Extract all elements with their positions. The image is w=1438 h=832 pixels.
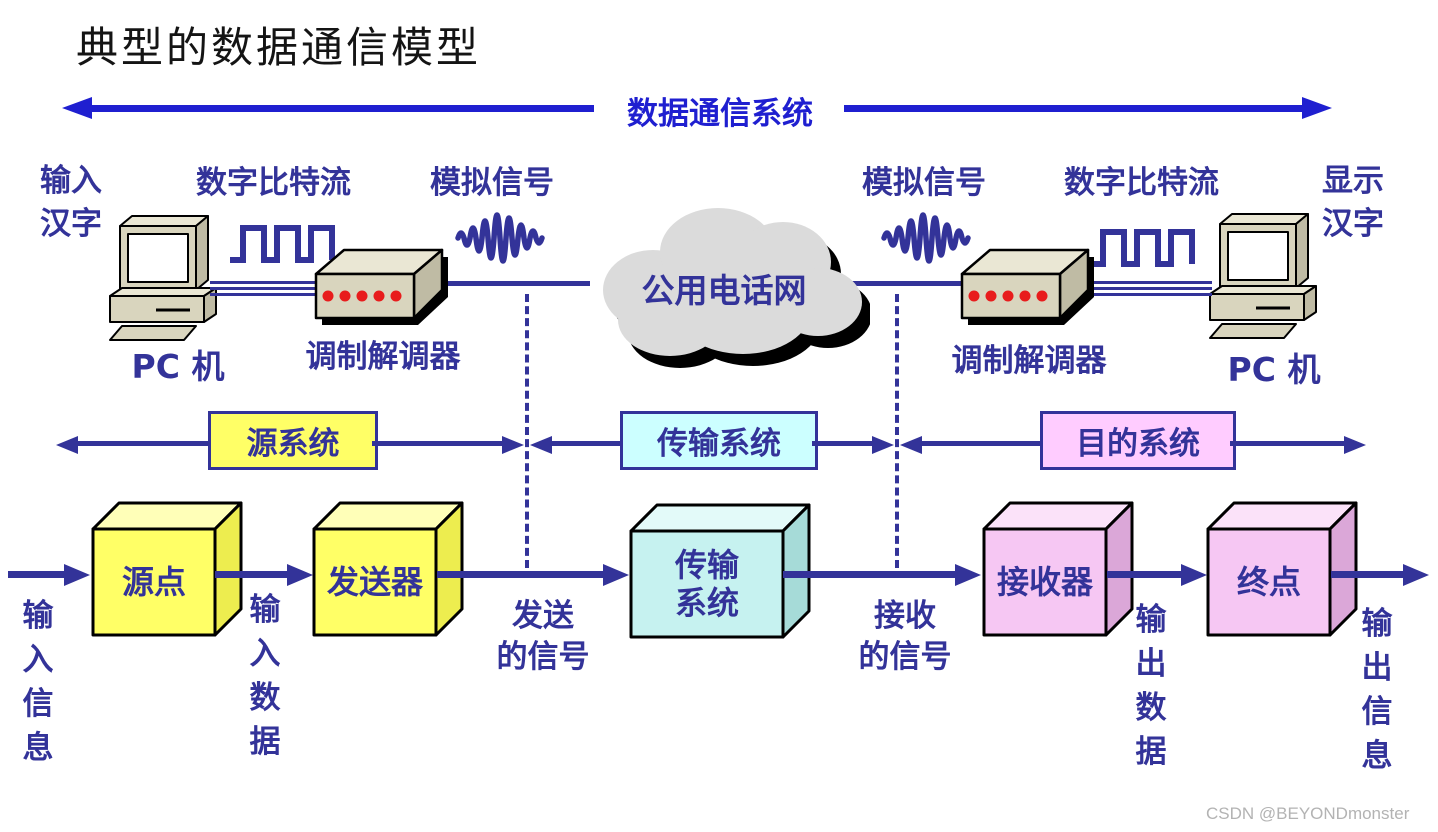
band-segment-e [920,441,1040,446]
flow-arrow-5-head [1181,564,1207,586]
flow-arrow-5-line [1107,571,1181,578]
flow-arrow-6-line [1331,571,1403,578]
output-info-label: 输出信息 [1361,606,1393,774]
analog-left-label: 模拟信号 [430,165,554,201]
bitstream-left-label: 数字比特流 [196,165,351,201]
dashed-separator-right [895,294,899,568]
top-arrow-left-head [62,97,92,119]
analog-right-label: 模拟信号 [862,165,986,201]
flow-arrow-2-line [215,571,287,578]
flow-arrow-2-head [287,564,313,586]
destination-system-label: 目的系统 [1076,426,1200,462]
banner-label: 数据通信系统 [627,96,813,132]
cable-right-1 [1090,281,1212,284]
band-segment-d [812,441,874,446]
top-arrow-right-head [1302,97,1332,119]
sender-label: 发送器 [326,563,423,601]
endpoint-label: 终点 [1236,563,1301,601]
band-arrow-far-right-head [1344,436,1366,454]
sender-box [312,501,464,637]
transmission-system-label: 传输系统 [657,426,781,462]
transmission-label: 传输 系统 [674,546,739,622]
endpoint-box [1206,501,1358,637]
band-arrow-far-left-head [56,436,78,454]
top-arrow-left-segment [88,105,594,112]
flow-arrow-1-head [64,564,90,586]
cloud-label: 公用电话网 [641,271,807,310]
pc-label-left: PC 机 [131,347,225,386]
modem-label-left: 调制解调器 [305,339,461,375]
flow-arrow-3-line [437,571,603,578]
band-segment-c [550,441,620,446]
modem-label-right: 调制解调器 [951,343,1107,379]
pc-icon-left [109,215,217,341]
pc-icon-right [1209,213,1317,339]
band-segment-b [372,441,504,446]
analog-wave-icon-left [455,212,545,264]
band-arrow-right-junction-lhead [900,436,922,454]
page-title: 典型的数据通信模型 [76,26,482,72]
modem-icon-right [960,248,1094,325]
flow-arrow-4-head [955,564,981,586]
sent-signal-label: 发送 的信号 [496,598,590,675]
dashed-separator-left [525,294,529,568]
cable-left-3 [210,293,322,296]
input-data-label: 输入数据 [249,592,281,760]
cable-right-2 [1090,287,1212,290]
input-info-label: 输入信息 [22,598,54,766]
pc-label-right: PC 机 [1227,350,1321,389]
modem-icon-left [314,248,448,325]
receiver-box [982,501,1134,637]
flow-arrow-4-line [783,571,955,578]
top-arrow-right-segment [844,105,1302,112]
source-point-label: 源点 [121,563,186,601]
transmission-system-box: 传输系统 [620,411,818,470]
input-hanzi-label: 输入 汉字 [40,163,102,242]
line-modem-cloud-left [446,281,590,286]
source-system-box: 源系统 [208,411,378,470]
cable-left-1 [210,281,322,284]
flow-arrow-1-line [8,571,66,578]
watermark: CSDN @BEYONDmonster [1206,804,1410,823]
cable-right-3 [1090,293,1212,296]
source-system-label: 源系统 [246,426,340,462]
cable-left-2 [210,287,322,290]
flow-arrow-6-head [1403,564,1429,586]
square-wave-icon-left [230,225,335,263]
bitstream-right-label: 数字比特流 [1064,165,1219,201]
square-wave-icon-right [1090,229,1195,267]
band-segment-a [76,441,208,446]
band-arrow-right-junction-rhead [872,436,894,454]
line-cloud-modem-right [846,281,964,286]
source-point-box [91,501,243,637]
received-signal-label: 接收 的信号 [858,598,952,675]
receiver-label: 接收器 [996,563,1093,601]
band-segment-f [1230,441,1344,446]
flow-arrow-3-head [603,564,629,586]
output-data-label: 输出数据 [1135,602,1167,770]
cloud-icon [603,208,870,368]
analog-wave-icon-right [881,212,971,264]
band-arrow-left-junction-lhead [530,436,552,454]
band-arrow-left-junction-rhead [502,436,524,454]
display-hanzi-label: 显示 汉字 [1322,163,1384,242]
destination-system-box: 目的系统 [1040,411,1236,470]
